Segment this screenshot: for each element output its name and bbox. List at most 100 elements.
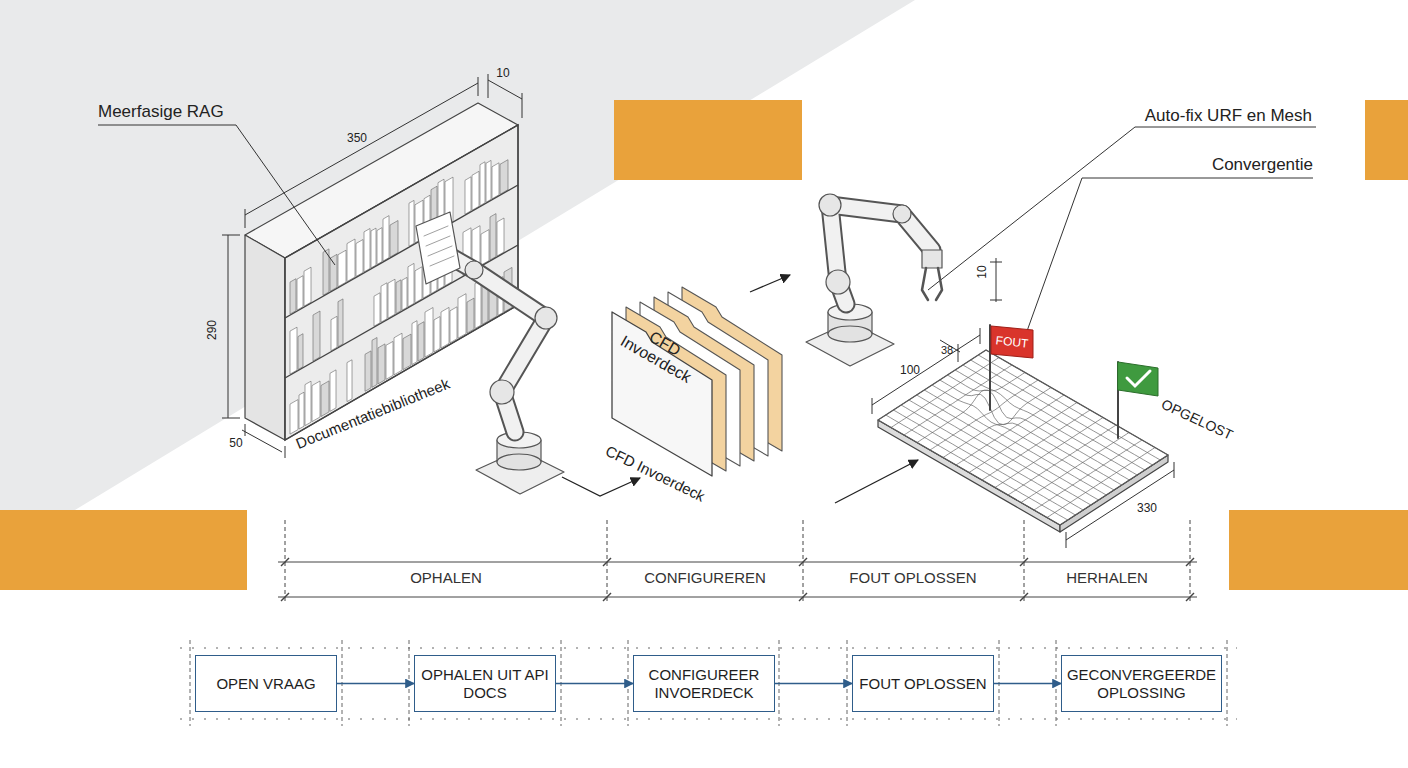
book [381, 283, 387, 322]
guide-lines [190, 640, 191, 726]
flow-connector [775, 683, 852, 684]
callout-label: Convergentie [1212, 156, 1313, 175]
book [396, 280, 401, 314]
status-label: OPGELOST [1159, 397, 1235, 444]
book [403, 334, 411, 370]
dimension-lines [488, 80, 522, 99]
robot-arm [490, 380, 514, 404]
book [378, 344, 385, 384]
book [480, 162, 485, 206]
dimension-value: 290 [206, 320, 219, 340]
dimension-value: 350 [347, 132, 367, 145]
timeline [281, 593, 289, 601]
robot-arm [922, 250, 942, 268]
dimension-value: 100 [900, 364, 920, 377]
book [338, 299, 343, 347]
robot-arm [497, 454, 541, 470]
robot-arm [426, 236, 450, 246]
mesh-line [917, 373, 1025, 443]
box-text: GECONVERGEERDE OPLOSSING [1062, 664, 1221, 704]
robot-arm [806, 322, 894, 366]
mesh-grid [878, 350, 1168, 525]
timeline [603, 593, 611, 601]
book [490, 214, 496, 260]
guide-lines [561, 640, 562, 726]
timeline [278, 562, 1197, 563]
guide-lines [999, 640, 1000, 726]
book [402, 277, 407, 310]
timeline [1020, 558, 1028, 566]
dimension-lines [1066, 532, 1067, 548]
phase-label: CONFIGUREREN [644, 570, 766, 587]
book [374, 293, 380, 326]
mesh-line [978, 355, 1160, 460]
mesh-line [955, 370, 1137, 475]
mesh-line [943, 388, 1051, 458]
book [331, 316, 337, 350]
guide-lines [342, 640, 343, 726]
mesh-line [947, 375, 1129, 480]
dimension-lines [285, 446, 286, 458]
background-band [0, 0, 915, 510]
dimension-lines [222, 74, 1174, 548]
flag [990, 325, 1158, 438]
dimension-lines [488, 74, 489, 98]
shelf-boards [285, 185, 518, 318]
mesh-line [917, 395, 1099, 500]
leader-line [928, 127, 1316, 290]
book [305, 381, 311, 425]
robot-arm [446, 254, 546, 432]
guide-lines [180, 719, 1237, 720]
book [408, 263, 414, 306]
guide-lines [779, 640, 780, 726]
robot-arm [819, 194, 841, 216]
flag [1118, 362, 1158, 396]
book [450, 307, 457, 343]
book [298, 334, 303, 370]
guide-lines [1056, 640, 1057, 726]
mesh-plane [878, 350, 1168, 532]
guide-lines [847, 640, 848, 726]
guide-lines [1227, 640, 1228, 726]
dimension-lines [245, 83, 478, 215]
book [500, 160, 508, 195]
callout-label: Meerfasige RAG [98, 103, 224, 122]
phase-label: HERHALEN [1066, 570, 1148, 587]
process-box: OPHALEN UIT API DOCS [414, 655, 556, 712]
book [394, 333, 402, 375]
phase-label: OPHALEN [410, 570, 482, 587]
orange-bar [614, 100, 802, 180]
book [312, 381, 320, 422]
flow-arrow [750, 275, 790, 292]
book [412, 321, 417, 365]
orange-bar [1365, 100, 1408, 180]
mesh-line [986, 350, 1168, 455]
book [388, 279, 395, 318]
flow-connector [994, 683, 1061, 684]
robot-arm [535, 307, 557, 329]
dimension-lines [990, 300, 1002, 301]
timeline [278, 597, 1197, 598]
book [297, 276, 303, 311]
timeline [799, 558, 807, 566]
box-text: OPEN VRAAG [212, 673, 319, 695]
guide-lines [180, 640, 1237, 726]
mesh-plane [878, 350, 1168, 525]
book [434, 317, 440, 352]
robot-arm [828, 326, 872, 342]
flow-arrow [562, 275, 918, 503]
mesh-line [932, 385, 1114, 490]
robot-arm [428, 246, 452, 256]
flow-connector [556, 683, 633, 684]
dimension-lines [245, 209, 246, 228]
process-box: FOUT OPLOSSEN [852, 655, 994, 712]
dimension-lines [242, 430, 282, 452]
book [304, 267, 311, 306]
book [330, 370, 336, 411]
dimension-lines [980, 328, 981, 344]
book [372, 338, 377, 388]
error-flag: FOUT [990, 325, 1034, 359]
flow-connector [337, 683, 414, 684]
mesh-line [1060, 455, 1168, 525]
